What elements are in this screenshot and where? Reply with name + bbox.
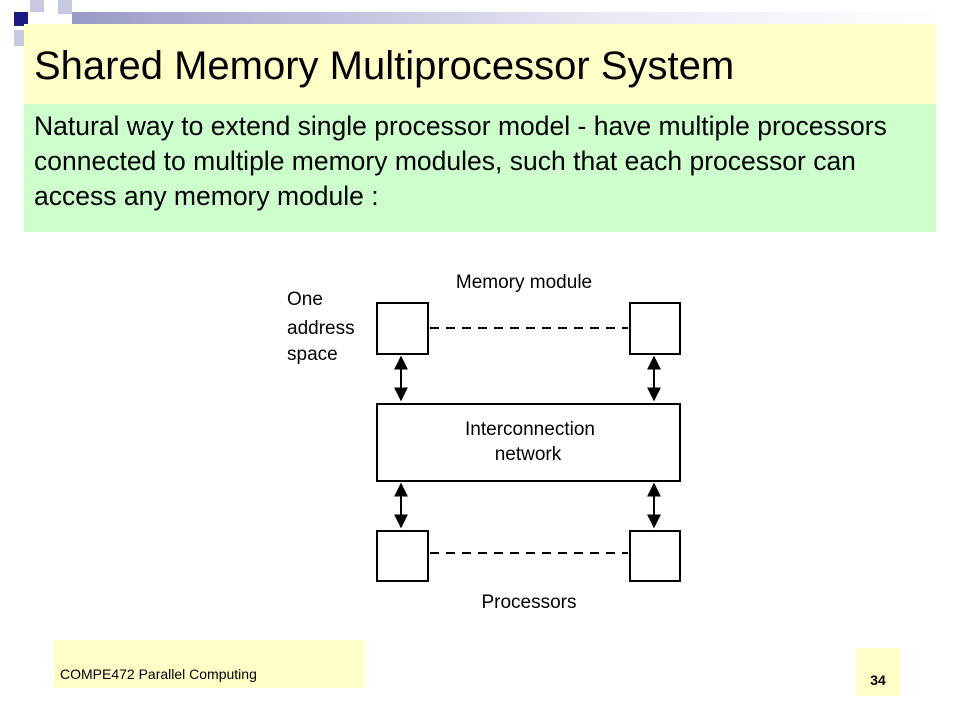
processor-box-left	[376, 530, 429, 582]
title-bar	[24, 24, 936, 104]
body-box	[24, 104, 936, 232]
footer-course: COMPE472 Parallel Computing	[60, 666, 257, 682]
decorative-square-light	[58, 0, 72, 14]
memory-module-box-left	[376, 302, 429, 355]
address-space-label-line1: One	[287, 289, 323, 310]
decorative-gradient-bar	[72, 12, 940, 24]
slide-title: Shared Memory Multiprocessor System	[34, 44, 735, 88]
network-label-line2: network	[495, 444, 562, 465]
memory-module-box-right	[629, 302, 681, 355]
page-number-box	[856, 648, 900, 696]
memory-module-label: Memory module	[456, 272, 592, 293]
footer-box	[54, 640, 365, 688]
page-number: 34	[870, 672, 886, 688]
address-space-label-line3: space	[287, 344, 338, 365]
decorative-square-light	[30, 0, 44, 12]
interconnection-network-box	[376, 403, 681, 482]
network-label-line1: Interconnection	[465, 419, 595, 440]
processors-label: Processors	[481, 592, 576, 613]
decorative-square-dark	[14, 12, 28, 26]
address-space-label-line2: address	[287, 318, 355, 339]
body-text: Natural way to extend single processor m…	[34, 111, 887, 211]
processor-box-right	[629, 530, 681, 582]
